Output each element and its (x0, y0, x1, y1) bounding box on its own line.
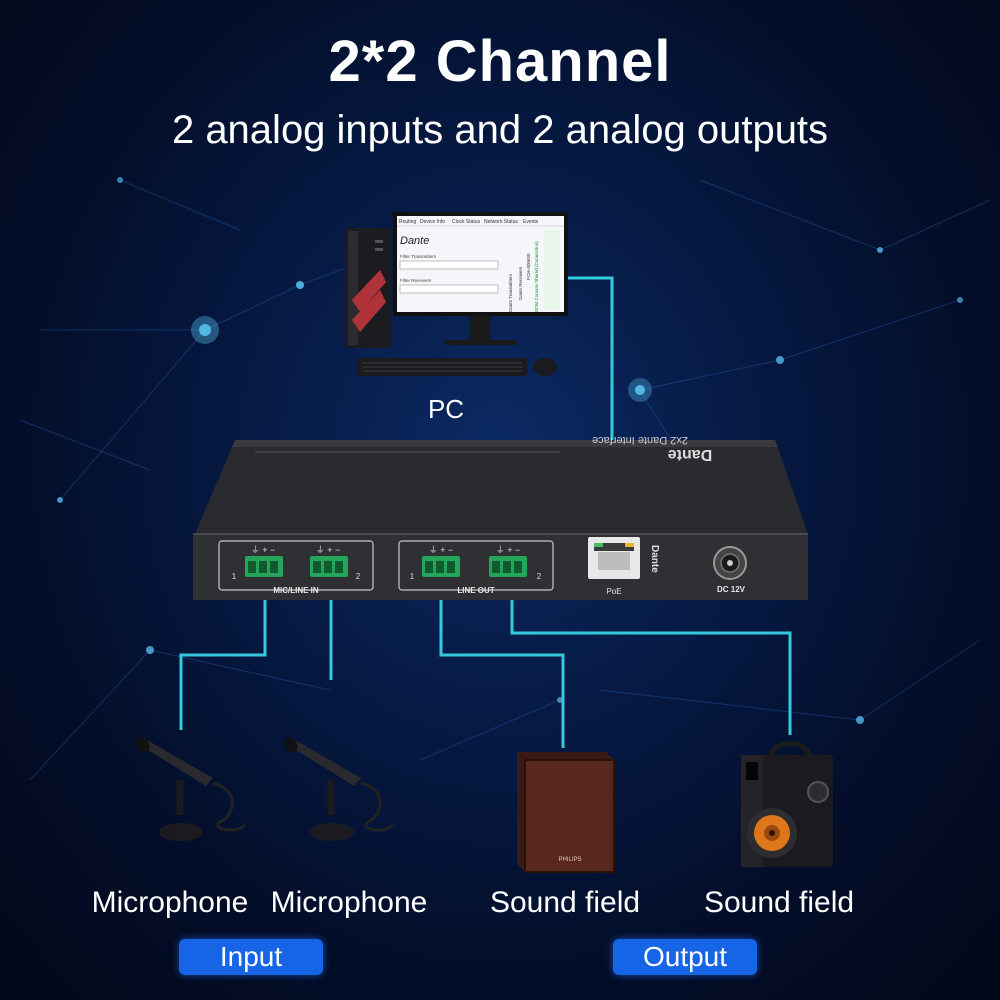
input-ch1-number: 1 (232, 572, 237, 581)
sound-field-1-label: Sound field (489, 886, 641, 919)
screen-tab-1: Device Info (420, 219, 445, 225)
speaker-brand-label: PHILIPS (558, 857, 581, 863)
input2-pin-symbols: ⏚ + − (316, 545, 341, 555)
screen-dante-logo: Dante (400, 235, 429, 247)
keyboard-icon (357, 358, 527, 376)
input-badge: Input (179, 939, 323, 975)
microphone-1-label: Microphone (91, 886, 249, 919)
diagram-subtitle: 2 analog inputs and 2 analog outputs (171, 108, 829, 152)
screen-side-label-0: Dante Transmitters (508, 273, 513, 312)
wooden-speaker-icon: PHILIPS (517, 752, 615, 873)
microphone-1-icon (136, 737, 247, 841)
screen-filter-transmitters: Filter Transmitters (400, 254, 437, 259)
input1-pin-symbols: ⏚ + − (251, 545, 276, 555)
out1-cable (439, 578, 565, 748)
tower-speaker-icon (741, 741, 833, 867)
device-top-label: 2x2 Dante Interface (592, 434, 688, 446)
dc-label: DC 12V (717, 585, 746, 594)
output-ch1-number: 1 (410, 572, 415, 581)
screen-side-label-1: Dante Receivers (518, 266, 523, 300)
output-ch2-number: 2 (537, 572, 542, 581)
output1-pin-symbols: ⏚ + − (429, 545, 454, 555)
input-ch2-number: 2 (356, 572, 361, 581)
screen-filter-receivers: Filter Receivers (400, 278, 432, 283)
mic1-cable (179, 578, 267, 730)
pc-label: PC (428, 394, 464, 424)
microphone-2-icon (284, 737, 395, 841)
poe-label: PoE (606, 587, 621, 596)
pc-tower (345, 228, 391, 348)
screen-tab-3: Network Status (484, 219, 518, 225)
line-out-label: LINE OUT (457, 586, 494, 595)
output2-pin-symbols: ⏚ + − (496, 545, 521, 555)
screen-tab-2: Clock Status (452, 219, 481, 225)
pc-monitor: Routing Device Info Clock Status Network… (393, 212, 568, 345)
screen-side-label-2: PCIe-000650 (526, 253, 531, 280)
dante-device: Dante 2x2 Dante Interface ⏚ + − ⏚ + − 1 … (193, 434, 808, 600)
diagram-title: 2*2 Channel (328, 29, 672, 94)
screen-tab-4: Events (523, 219, 539, 225)
device-top-brand: Dante (668, 446, 713, 463)
mouse-icon (533, 358, 557, 376)
device-front-brand: Dante (649, 545, 660, 573)
microphone-2-label: Microphone (270, 886, 428, 919)
mic-line-in-label: MIC/LINE IN (273, 586, 319, 595)
sound-field-2-label: Sound field (703, 886, 855, 919)
screen-side-green: DDM Console Shared (Connection) (534, 241, 539, 312)
out2-cable (510, 578, 792, 735)
screen-tab-0: Routing (399, 219, 416, 225)
output-badge: Output (613, 939, 757, 975)
